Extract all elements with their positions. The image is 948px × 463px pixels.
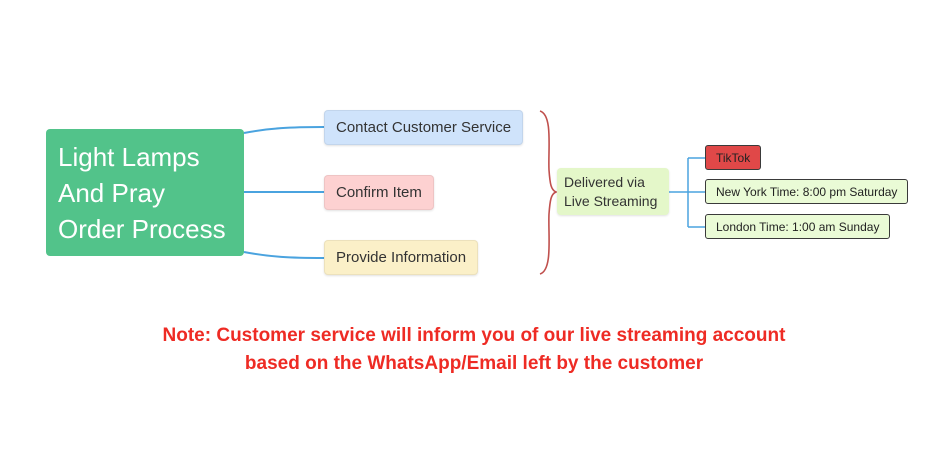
schedule-new-york: New York Time: 8:00 pm Saturday xyxy=(705,179,909,204)
delivery-line-1: Delivered via xyxy=(564,173,645,190)
delivery-line-2: Live Streaming xyxy=(564,192,658,209)
note-line-1: Note: Customer service will inform you o… xyxy=(162,325,786,346)
step-provide-information: Provide Information xyxy=(324,240,479,275)
root-node: Light Lamps And Pray Order Process xyxy=(46,129,244,256)
schedule-london: London Time: 1:00 am Sunday xyxy=(705,214,891,239)
schedule-label: London Time: 1:00 am Sunday xyxy=(716,219,880,234)
steps-brace xyxy=(539,110,559,275)
root-title-line-3: Order Process xyxy=(58,213,226,244)
step-contact-customer-service: Contact Customer Service xyxy=(324,110,524,145)
root-title-line-1: Light Lamps xyxy=(58,141,200,172)
root-title-line-2: And Pray xyxy=(58,177,165,208)
step-confirm-item: Confirm Item xyxy=(324,175,434,210)
step-label: Provide Information xyxy=(336,249,467,266)
delivery-node: Delivered via Live Streaming xyxy=(557,168,669,215)
schedule-label: New York Time: 8:00 pm Saturday xyxy=(716,184,898,199)
platform-tiktok: TikTok xyxy=(705,145,762,170)
step-label: Contact Customer Service xyxy=(336,119,512,136)
connector-root-to-provide xyxy=(243,251,325,259)
connector-root-to-contact xyxy=(243,126,325,134)
step-label: Confirm Item xyxy=(336,184,422,201)
platform-label: TikTok xyxy=(716,150,751,165)
note-line-2: based on the WhatsApp/Email left by the … xyxy=(244,353,704,374)
